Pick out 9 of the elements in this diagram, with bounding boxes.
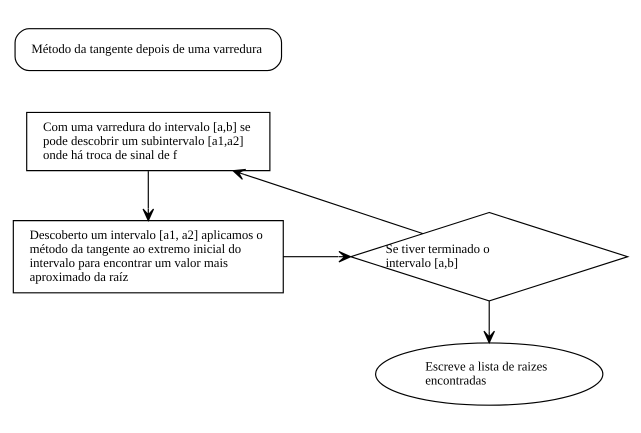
node-box: Descoberto um intervalo [a1, a2] aplicamos o método da tangente ao extremo inicial do intervalo para encontrar um valor mais aproximado da raíz — [12, 220, 284, 293]
node-box: Método da tangente depois de uma varredura — [14, 28, 282, 71]
arrow — [142, 170, 154, 221]
arrow — [483, 300, 496, 343]
arrow — [232, 168, 423, 234]
node-ellipse: Escreve a lista de raizes encontradas — [375, 342, 604, 406]
arrow — [283, 250, 352, 262]
node-box: Com uma varredura do intervalo [a,b] se pode descobrir um subintervalo [a1,a2] onde há troca de sinal de f — [26, 111, 270, 171]
node-diamond: Se tiver terminado o intervalo [a,b] — [348, 211, 630, 302]
